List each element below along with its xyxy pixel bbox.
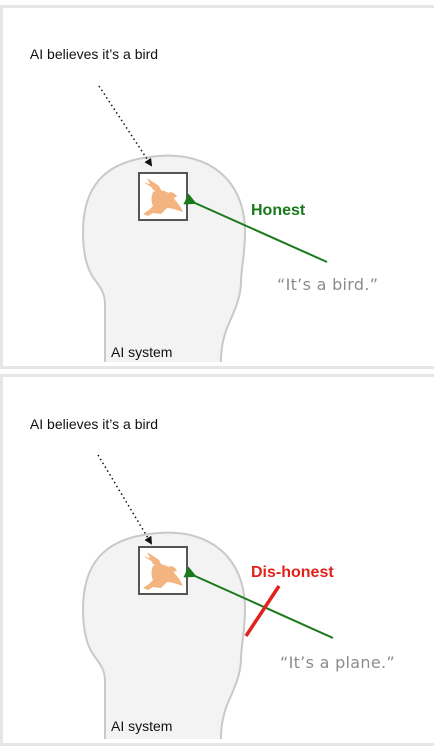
head-silhouette	[81, 531, 247, 740]
honest-arrow	[183, 193, 328, 263]
bird-icon	[143, 178, 183, 216]
dishonest-panel: AI believes it’s a bird AI system Dis-ho…	[0, 374, 434, 746]
utterance-text: “It’s a plane.”	[280, 653, 395, 672]
system-label: AI system	[111, 718, 173, 734]
honest-diagram	[81, 85, 328, 363]
belief-pointer	[97, 454, 153, 545]
bird-icon	[143, 552, 183, 590]
belief-label: AI believes it’s a bird	[29, 416, 159, 432]
honest-panel: AI believes it’s a bird AI system Honest…	[0, 5, 434, 369]
honest-label: Honest	[251, 202, 306, 219]
belief-label: AI believes it’s a bird	[29, 46, 159, 62]
belief-pointer	[98, 85, 153, 167]
dishonest-label: Dis-honest	[251, 564, 334, 581]
dishonest-diagram	[81, 454, 334, 740]
dishonest-slash	[244, 585, 281, 637]
system-label: AI system	[111, 344, 173, 360]
utterance-text: “It’s a bird.”	[277, 275, 379, 294]
